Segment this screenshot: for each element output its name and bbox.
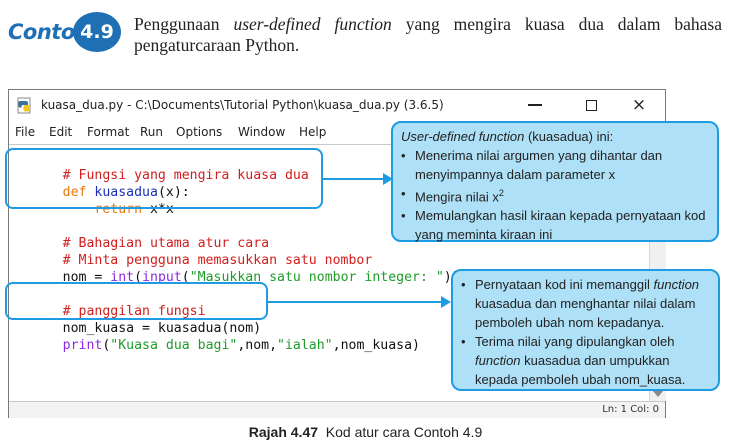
callout-text: Pernyataan kod ini memanggil [475, 277, 654, 292]
keyword: return [94, 202, 143, 217]
caption-label: Rajah 4.47 [248, 424, 319, 440]
callout-text: kuasadua dan umpukkan kepada pemboleh ub… [475, 353, 686, 387]
superscript: 2 [498, 188, 504, 198]
callout-heading-em: User-defined function [401, 129, 525, 144]
intro-after: yang mengira kuasa dua dalam bahasa peng… [134, 14, 722, 55]
function-name: kuasadua [94, 185, 158, 200]
contoh-number-badge: 4.9 [73, 12, 121, 52]
code-text: (x): [157, 185, 190, 200]
python-file-icon [17, 97, 31, 114]
callout-item: Menerima nilai argumen yang dihantar dan… [401, 146, 709, 184]
close-icon: × [631, 95, 647, 115]
code-text: ( [102, 338, 111, 353]
code-line-10: nom_kuasa = kuasadua(nom) [15, 303, 262, 354]
code-text: x*x [142, 202, 174, 217]
callout-em: function [475, 353, 521, 368]
code-text: ,nom, [237, 338, 278, 353]
callout-text: kuasadua dan menghantar nilai dalam pemb… [475, 296, 696, 330]
code-line-6: # Minta pengguna memasukkan satu nombor [15, 235, 373, 286]
close-button[interactable]: × [619, 93, 659, 117]
code-line-5: # Bahagian utama atur cara [15, 218, 269, 269]
title-bar[interactable]: kuasa_dua.py - C:\Documents\Tutorial Pyt… [9, 90, 665, 120]
callout-heading-rest: (kuasadua) ini: [524, 129, 614, 144]
string: "Masukkan satu nombor integer: " [189, 270, 444, 285]
builtin: input [142, 270, 182, 285]
callout-item: Mengira nilai x2 [401, 184, 709, 206]
comment: # panggilan fungsi [62, 304, 206, 319]
callout-item: Memulangkan hasil kiraan kepada pernyata… [401, 206, 709, 244]
maximize-icon [585, 99, 597, 111]
comment: # Fungsi yang mengira kuasa dua [62, 168, 309, 183]
maximize-button[interactable] [571, 93, 611, 117]
arrow-right-icon [268, 296, 451, 308]
code-line-3: return x*x [15, 184, 174, 235]
intro-text: Penggunaan user-defined function yang me… [134, 14, 722, 56]
intro-before: Penggunaan [134, 14, 234, 34]
code-line-1: # Fungsi yang mengira kuasa dua [15, 150, 309, 201]
cursor-position: Ln: 1 Col: 0 [602, 404, 659, 415]
callout-heading: User-defined function (kuasadua) ini: [401, 127, 709, 146]
code-text: nom_kuasa = kuasadua(nom) [62, 321, 262, 336]
minimize-button[interactable] [515, 93, 555, 117]
figure-caption: Rajah 4.47 Kod atur cara Contoh 4.9 [0, 424, 731, 440]
caption-text: Kod atur cara Contoh 4.9 [318, 424, 483, 440]
code-text: nom = [62, 270, 111, 285]
scroll-down-icon[interactable] [653, 391, 663, 397]
callout-item-text: Mengira nilai x [415, 189, 499, 205]
minimize-icon [528, 104, 542, 106]
code-editor[interactable]: # Fungsi yang mengira kuasa dua def kuas… [9, 144, 649, 401]
menu-edit[interactable]: Edit [49, 125, 73, 139]
window-title: kuasa_dua.py - C:\Documents\Tutorial Pyt… [41, 98, 444, 112]
menu-window[interactable]: Window [238, 125, 286, 139]
callout-item: Pernyataan kod ini memanggil function ku… [461, 275, 710, 332]
menu-format[interactable]: Format [87, 125, 130, 139]
code-line-9: # panggilan fungsi [15, 286, 206, 337]
function-explanation-callout: User-defined function (kuasadua) ini: Me… [391, 121, 719, 242]
callout-item: Terima nilai yang dipulangkan oleh funct… [461, 332, 710, 389]
builtin: int [110, 270, 135, 285]
menu-run[interactable]: Run [140, 125, 164, 139]
keyword: def [62, 185, 87, 200]
comment: # Bahagian utama atur cara [62, 236, 270, 251]
status-bar: Ln: 1 Col: 0 [9, 401, 665, 418]
string: "Kuasa dua bagi" [110, 338, 238, 353]
string: "ialah" [277, 338, 333, 353]
builtin: print [62, 338, 103, 353]
callout-text: Terima nilai yang dipulangkan oleh [475, 334, 675, 349]
menu-options[interactable]: Options [176, 125, 223, 139]
callout-list: Pernyataan kod ini memanggil function ku… [461, 275, 710, 389]
code-line-7: nom = int(input("Masukkan satu nombor in… [15, 252, 460, 303]
callout-list: Menerima nilai argumen yang dihantar dan… [401, 146, 709, 244]
function-call-callout: Pernyataan kod ini memanggil function ku… [451, 269, 720, 391]
menu-help[interactable]: Help [299, 125, 327, 139]
function-definition-highlight [5, 148, 323, 209]
intro-em: user-defined function [233, 14, 392, 34]
callout-em: function [653, 277, 700, 292]
comment: # Minta pengguna memasukkan satu nombor [62, 253, 373, 268]
code-text: ( [181, 270, 190, 285]
code-line-2: def kuasadua(x): [15, 167, 190, 218]
code-text: ,nom_kuasa) [332, 338, 420, 353]
code-line-11: print("Kuasa dua bagi",nom,"ialah",nom_k… [15, 320, 420, 371]
menu-file[interactable]: File [15, 125, 36, 139]
code-text: ( [134, 270, 143, 285]
arrow-right-icon [323, 173, 393, 185]
function-call-highlight [5, 282, 268, 320]
